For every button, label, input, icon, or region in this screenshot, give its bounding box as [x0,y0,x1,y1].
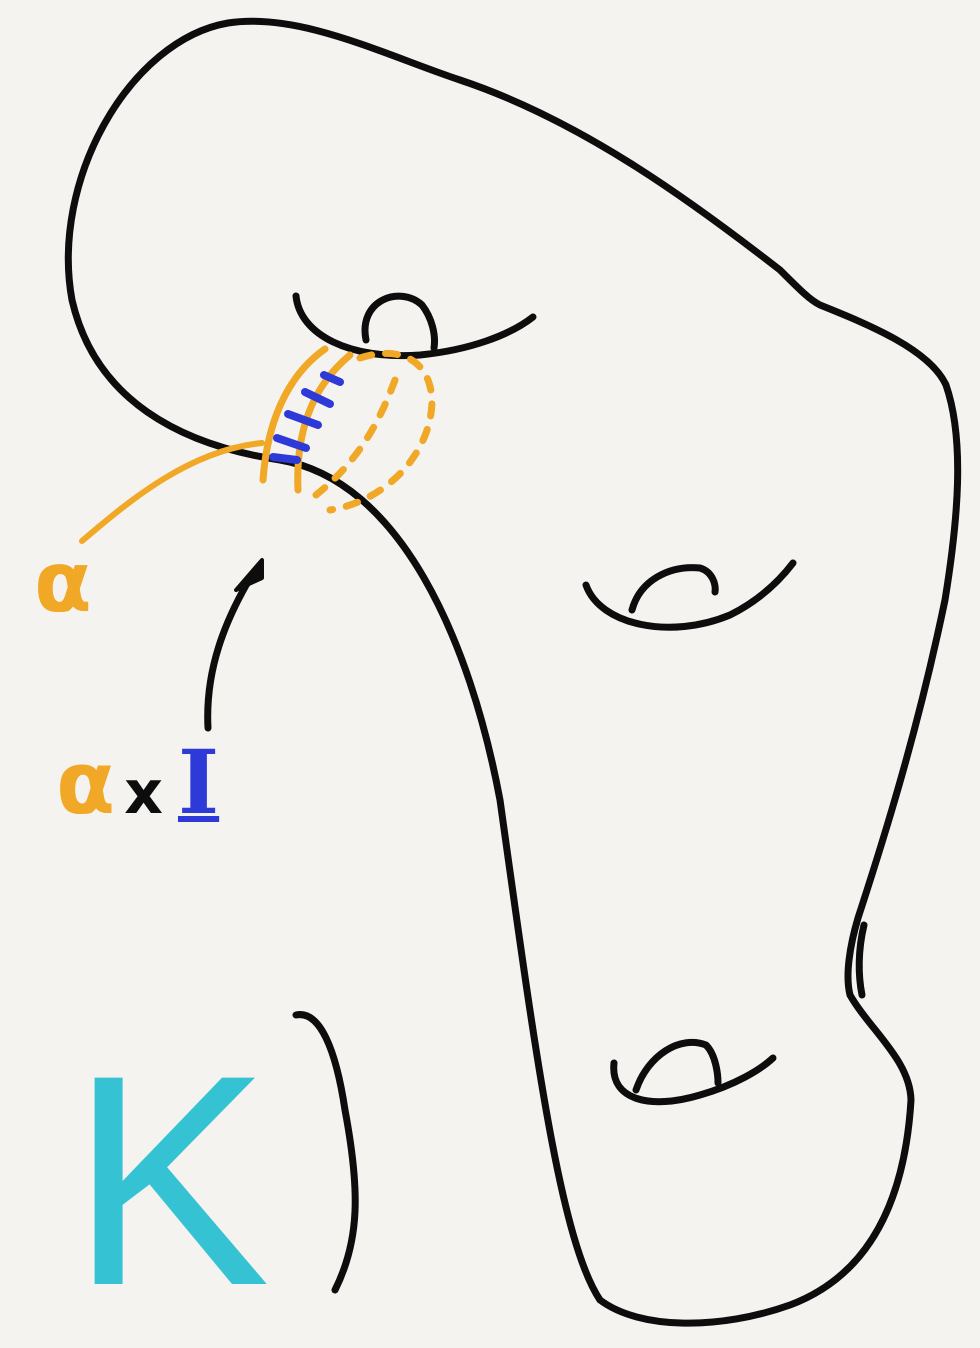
alpha-label: α [34,540,92,624]
alpha-leader-line [82,443,262,541]
alpha-times-interval-label: α x I [56,738,219,827]
bottom-handle-upper-curve [636,1042,718,1090]
top-handle-upper-curve [365,296,434,348]
times-symbol: x [124,758,163,828]
top-handle-lower-curve [296,296,533,356]
outline-notch [859,925,864,995]
interval-rung [305,392,330,404]
interval-rungs [273,375,340,460]
arrow-shaft [208,575,252,728]
alpha-factor: α [56,734,115,834]
knot-label: K [70,1030,270,1330]
middle-handle-lower-curve [586,563,793,627]
bracket-curve [296,1015,355,1290]
interval-factor: I [178,730,219,834]
interval-rung [288,414,318,425]
interval-rung [273,457,297,460]
arrow-up-icon [236,560,262,590]
middle-handle-upper-curve [632,568,715,610]
